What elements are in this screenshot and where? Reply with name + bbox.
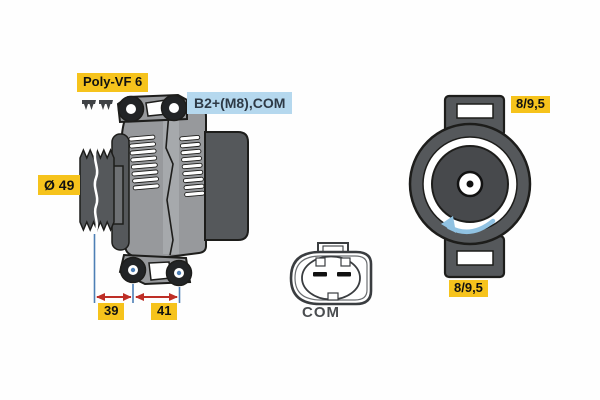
alternator-rear-view: [408, 94, 532, 279]
connector-key: [327, 292, 339, 301]
connector-key: [315, 257, 326, 267]
mount-slot-bottom: [456, 250, 494, 266]
rear-cover: [204, 131, 249, 241]
mount-slot-top: [456, 103, 494, 119]
dimension-lines: [93, 234, 181, 303]
dimension-dot: [130, 267, 136, 273]
rotation-arrow-icon: [441, 216, 496, 235]
belt-type-label: Poly-VF 6: [77, 73, 149, 92]
com-connector-pinout: [289, 242, 373, 306]
connector-label: COM: [302, 304, 340, 321]
connector-key: [340, 257, 351, 267]
mounting-bracket-top: [116, 93, 188, 124]
shaft-center: [466, 180, 474, 188]
housing-contour-line: [165, 111, 174, 256]
cooling-vents-left: [128, 134, 160, 191]
dimension-dot: [176, 270, 182, 276]
mounting-bracket-bottom: [118, 253, 193, 287]
mount-hole-label-bottom: 8/9,5: [449, 280, 488, 297]
dimension-arrow-41: [135, 293, 178, 301]
belt-profile-icon: [82, 100, 113, 110]
dimension-label-41: 41: [151, 303, 178, 320]
terminal-label: B2+(M8),COM: [187, 92, 293, 115]
pulley-break-line: [93, 147, 99, 233]
dimension-label-39: 39: [98, 303, 125, 320]
pulley-diameter-label: Ø 49: [38, 175, 81, 196]
connector-pin: [337, 272, 351, 277]
housing-divider: [163, 114, 179, 254]
pulley: [79, 148, 115, 232]
alternator-side-view: [79, 93, 249, 303]
cooling-vents-right: [179, 134, 206, 198]
mount-hole-label-top: 8/9,5: [511, 96, 550, 113]
connector-pin: [313, 272, 327, 277]
dimension-arrow-39: [96, 293, 132, 301]
